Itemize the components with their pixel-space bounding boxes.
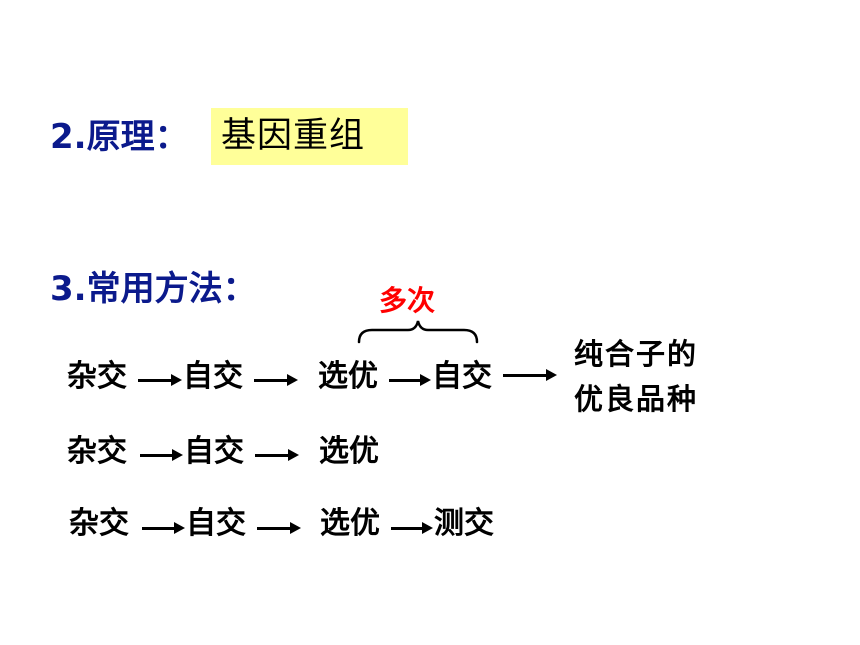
row3-arrow1 — [142, 522, 185, 534]
row3-arrow3 — [391, 522, 433, 534]
principle-value-highlight: 基因重组 — [211, 108, 408, 165]
row3-step2: 自交 — [186, 506, 246, 541]
row3-step4: 测交 — [434, 506, 494, 541]
row1-arrow1 — [138, 374, 182, 386]
row2-arrow1 — [140, 449, 183, 461]
methods-heading: 3.常用方法： — [50, 269, 257, 309]
result-line2: 优良品种 — [574, 382, 699, 416]
principle-heading: 2.原理： — [50, 117, 189, 157]
row2-step2: 自交 — [184, 434, 244, 469]
row3-step3: 选优 — [320, 506, 380, 541]
row1-arrow-result — [503, 369, 557, 381]
repeat-brace — [357, 320, 479, 344]
result-line1: 纯合子的 — [574, 337, 699, 371]
row2-step3: 选优 — [319, 434, 379, 469]
row2-arrow2 — [255, 449, 299, 461]
row1-step4: 自交 — [432, 359, 492, 394]
row3-arrow2 — [257, 522, 301, 534]
row1-arrow3 — [389, 374, 431, 386]
row2-step1: 杂交 — [67, 434, 127, 469]
row1-step1: 杂交 — [67, 359, 127, 394]
row1-step2: 自交 — [183, 359, 243, 394]
row1-step3: 选优 — [318, 359, 378, 394]
repeat-note: 多次 — [379, 284, 436, 317]
row1-arrow2 — [254, 374, 298, 386]
row3-step1: 杂交 — [69, 506, 129, 541]
